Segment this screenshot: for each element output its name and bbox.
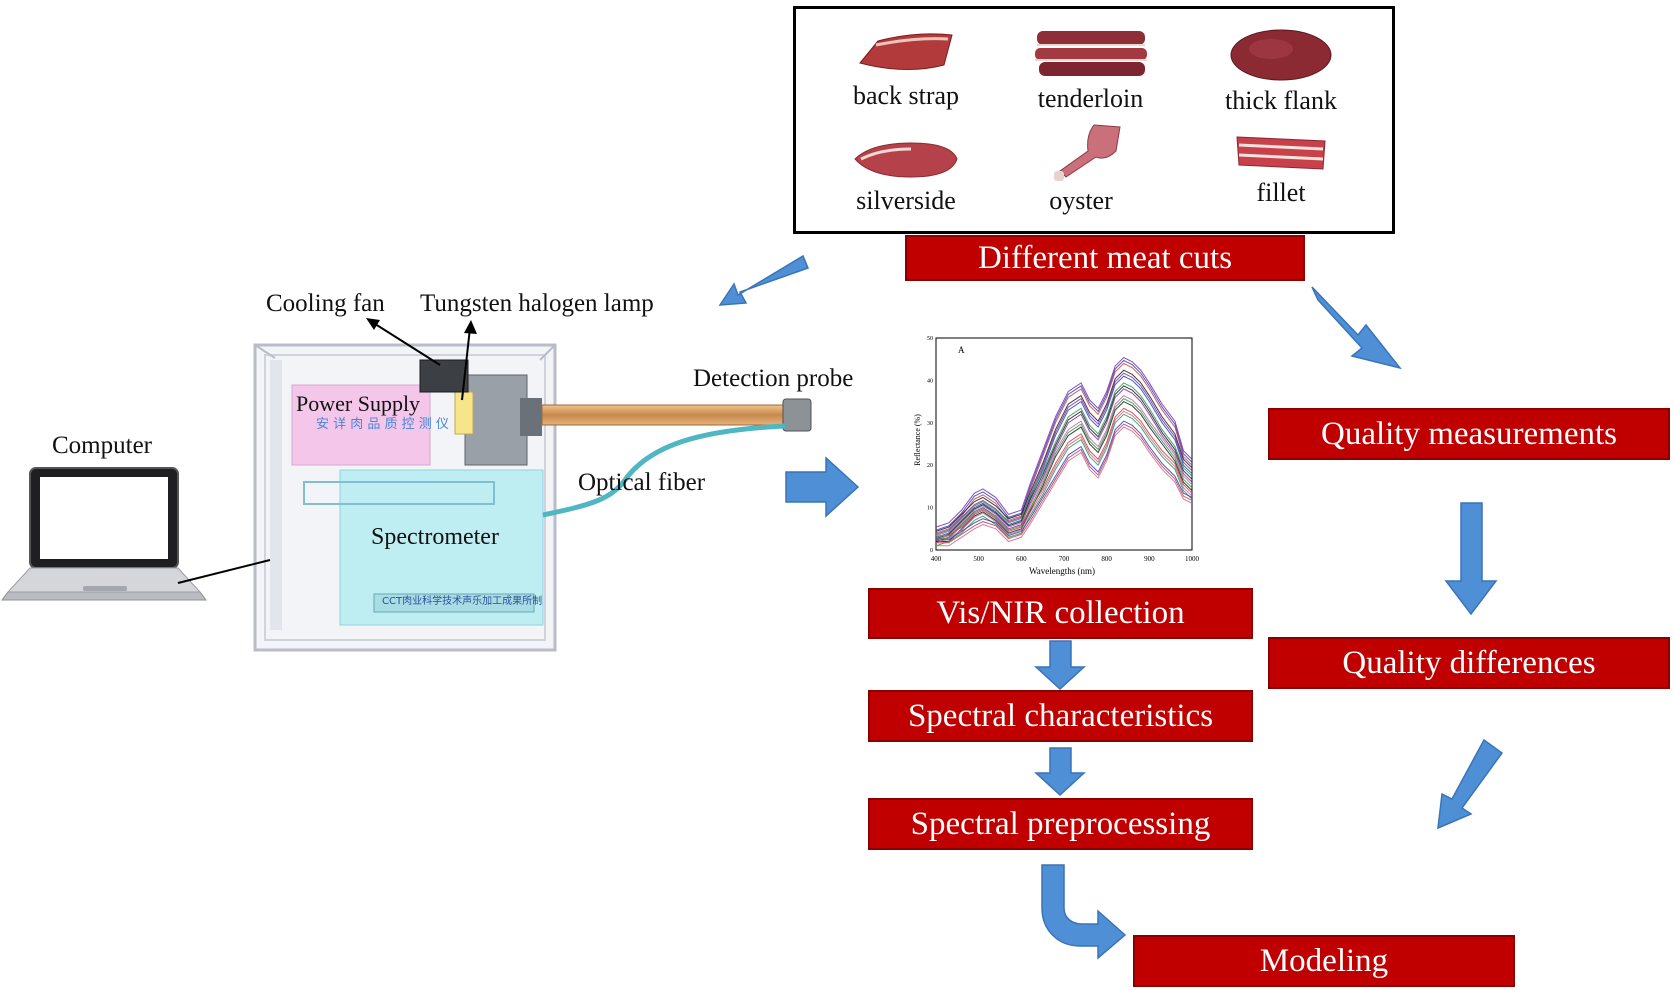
arrow-to-spectral-characteristics bbox=[1034, 640, 1086, 691]
arrow-to-modeling bbox=[1041, 864, 1127, 960]
arrow-to-spectra bbox=[785, 456, 860, 518]
meat-label: tenderloin bbox=[1037, 84, 1144, 113]
meat-cuts-panel: back strap tenderloin thick flank silver… bbox=[793, 6, 1395, 234]
spectrum-line bbox=[936, 420, 1193, 541]
detection-probe-label: Detection probe bbox=[693, 365, 854, 392]
probe-mount bbox=[520, 398, 542, 436]
arrow-to-quality-measurements bbox=[1311, 286, 1402, 370]
spectrum-line bbox=[935, 359, 1193, 531]
laptop-icon bbox=[1, 467, 207, 601]
different-meat-cuts-box: Different meat cuts bbox=[905, 235, 1305, 281]
cooling-fan-arrowhead bbox=[366, 318, 380, 330]
spectrometer-label: Spectrometer bbox=[371, 524, 499, 550]
lamp-pointer bbox=[461, 327, 471, 401]
tenderloin-image bbox=[1034, 31, 1147, 76]
x-tick-label: 1000 bbox=[1185, 555, 1200, 563]
spectrum-line bbox=[935, 356, 1193, 528]
spectrum-line bbox=[935, 375, 1193, 538]
oyster-image bbox=[1054, 124, 1121, 181]
arrow-to-quality-differences bbox=[1444, 502, 1498, 616]
x-tick-label: 900 bbox=[1144, 555, 1155, 563]
x-tick-label: 700 bbox=[1059, 555, 1070, 563]
tungsten-lamp-label: Tungsten halogen lamp bbox=[420, 290, 654, 317]
x-tick-label: 500 bbox=[973, 555, 984, 563]
modeling-box: Modeling bbox=[1133, 935, 1515, 987]
x-tick-label: 800 bbox=[1101, 555, 1112, 563]
vis-nir-collection-box: Vis/NIR collection bbox=[868, 588, 1253, 639]
lamp-bulb bbox=[454, 391, 474, 435]
meat-item-silverside: silverside bbox=[826, 137, 986, 214]
power-supply-label: Power Supply bbox=[296, 391, 421, 416]
detection-probe-rod bbox=[541, 404, 788, 426]
spectrum-line bbox=[935, 413, 1193, 547]
y-tick-label: 20 bbox=[927, 463, 933, 469]
meat-item-thick-flank: thick flank bbox=[1196, 21, 1366, 114]
silverside-image bbox=[854, 142, 958, 178]
chart-y-axis-label: Reflectance (%) bbox=[913, 414, 922, 466]
power-supply-sublabel: 安 详 肉 品 质 控 测 仪 bbox=[316, 417, 449, 432]
lamp-housing bbox=[464, 374, 528, 466]
thick-flank-image bbox=[1230, 29, 1332, 81]
spectral-preprocessing-box: Spectral preprocessing bbox=[868, 798, 1253, 850]
back-strap-image bbox=[859, 33, 953, 70]
meat-item-tenderloin: tenderloin bbox=[1008, 21, 1173, 112]
spectrometer-plate bbox=[373, 593, 535, 613]
spectrum-line bbox=[935, 362, 1193, 534]
x-tick-label: 400 bbox=[931, 555, 942, 563]
y-tick-label: 0 bbox=[930, 548, 933, 554]
y-tick-label: 40 bbox=[927, 378, 933, 384]
quality-differences-box: Quality differences bbox=[1268, 637, 1670, 689]
spectrum-line bbox=[936, 400, 1193, 543]
meat-label: silverside bbox=[856, 186, 956, 215]
meat-label: fillet bbox=[1256, 178, 1306, 207]
spectrum-line bbox=[935, 388, 1193, 542]
spectrum-line bbox=[935, 385, 1193, 540]
x-tick-label: 600 bbox=[1016, 555, 1027, 563]
spectrum-line bbox=[936, 398, 1193, 540]
cooling-fan-label: Cooling fan bbox=[266, 290, 385, 317]
spectrometer-plate-text: CCT肉业科学技术声乐加工成果所制 bbox=[382, 596, 543, 607]
quality-measurements-box: Quality measurements bbox=[1268, 408, 1670, 460]
meat-label: back strap bbox=[852, 81, 960, 110]
y-tick-label: 10 bbox=[927, 506, 933, 512]
chart-panel-label: A bbox=[958, 345, 965, 355]
power-supply-box bbox=[291, 384, 431, 466]
computer-cable bbox=[177, 559, 271, 584]
spectrum-line bbox=[935, 382, 1193, 537]
arrow-to-spectral-preprocessing bbox=[1034, 747, 1086, 797]
meat-label: oyster bbox=[1049, 186, 1113, 215]
spectrometer-slot bbox=[303, 481, 495, 505]
computer-label: Computer bbox=[52, 432, 152, 459]
arrow-to-device bbox=[718, 254, 809, 306]
meat-item-oyster: oyster bbox=[1001, 121, 1161, 214]
y-tick-label: 50 bbox=[927, 336, 933, 342]
spectra-chart: 400 500 600 700 800 900 1000 0 10 20 30 40 50 A Wave… bbox=[913, 336, 1200, 576]
optical-fiber bbox=[542, 423, 786, 518]
meat-item-back-strap: back strap bbox=[831, 23, 981, 109]
spectrum-line bbox=[936, 423, 1193, 544]
spectrum-line bbox=[936, 426, 1193, 547]
spectrum-line bbox=[936, 395, 1193, 537]
arrow-quality-differences-down bbox=[1437, 738, 1504, 830]
spectrum-line bbox=[935, 369, 1193, 532]
optical-fiber-label: Optical fiber bbox=[578, 469, 706, 496]
chart-x-axis-label: Wavelengths (nm) bbox=[1029, 566, 1095, 576]
cooling-fan-block bbox=[419, 359, 469, 393]
detection-probe-tip bbox=[782, 398, 812, 432]
spectral-characteristics-box: Spectral characteristics bbox=[868, 690, 1253, 742]
spectrum-line bbox=[935, 372, 1193, 535]
spectrum-line bbox=[935, 407, 1193, 541]
cooling-fan-pointer bbox=[371, 321, 441, 366]
spectrum-line bbox=[935, 410, 1193, 544]
lamp-arrowhead bbox=[464, 320, 477, 334]
y-tick-label: 30 bbox=[927, 421, 933, 427]
chart-plot-frame bbox=[935, 337, 1193, 551]
meat-label: thick flank bbox=[1225, 86, 1337, 115]
fillet-image bbox=[1236, 136, 1326, 170]
meat-item-fillet: fillet bbox=[1191, 127, 1371, 206]
